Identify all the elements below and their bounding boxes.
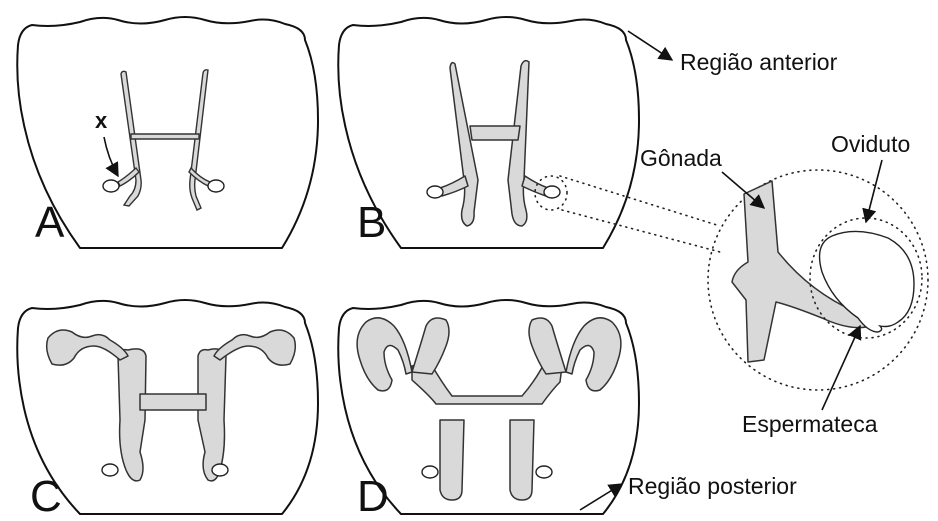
anterior-label: Região anterior <box>680 49 838 75</box>
panel-c: C <box>17 300 318 521</box>
panel-d: D <box>338 300 639 521</box>
spermatheca-label: Espermateca <box>742 411 878 437</box>
panel-label-d: D <box>357 472 389 521</box>
panel-b: B <box>338 17 639 248</box>
anterior-arrow <box>628 31 672 60</box>
gonad-label: Gônada <box>640 145 722 171</box>
spermatheca-arrow <box>822 326 860 410</box>
posterior-label: Região posterior <box>628 473 797 499</box>
panel-label-c: C <box>30 472 62 521</box>
x-marker-label: x <box>95 108 108 133</box>
panel-a: x A <box>17 17 318 248</box>
oviduct-label: Oviduto <box>831 131 910 157</box>
panel-label-b: B <box>357 198 386 247</box>
oviduct-arrow <box>866 160 882 222</box>
panel-label-a: A <box>35 198 65 247</box>
